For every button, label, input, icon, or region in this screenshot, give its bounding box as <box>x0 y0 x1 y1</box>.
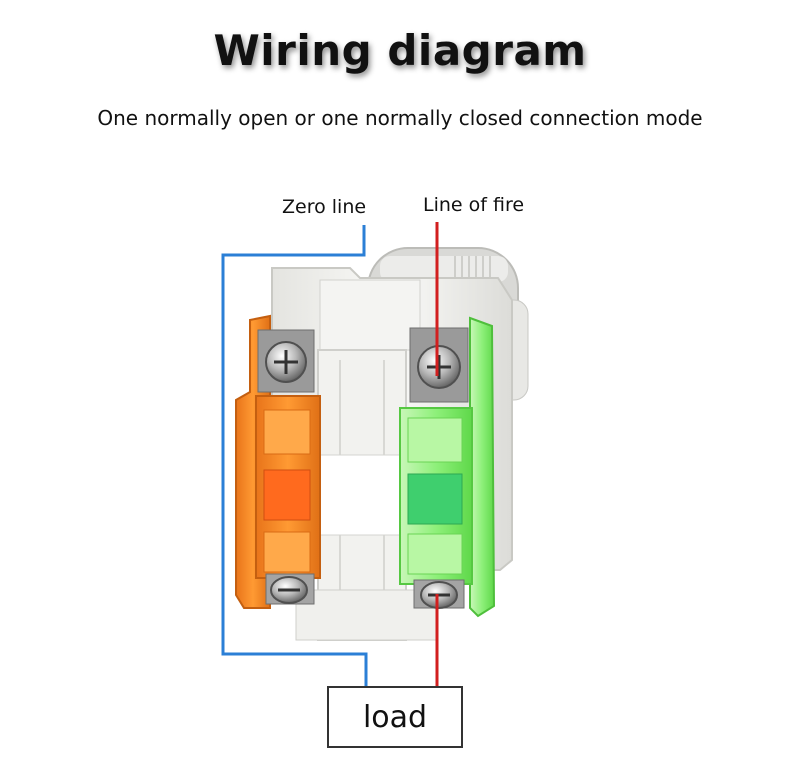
screw-terminal-bottom-left <box>265 573 315 605</box>
diagram-subtitle: One normally open or one normally closed… <box>97 106 703 130</box>
load-box: load <box>327 686 463 748</box>
screw-terminal-bottom-right <box>413 579 465 609</box>
screw-terminal-top-right <box>409 327 469 403</box>
screw-terminal-top-left <box>257 329 315 393</box>
diagram-title: Wiring diagram <box>213 26 587 75</box>
load-label: load <box>362 699 428 735</box>
no-contact-block <box>399 316 496 618</box>
zero-line-label: Zero line <box>282 196 367 218</box>
line-of-fire-label: Line of fire <box>423 194 525 216</box>
zero-line-wire <box>221 225 368 688</box>
